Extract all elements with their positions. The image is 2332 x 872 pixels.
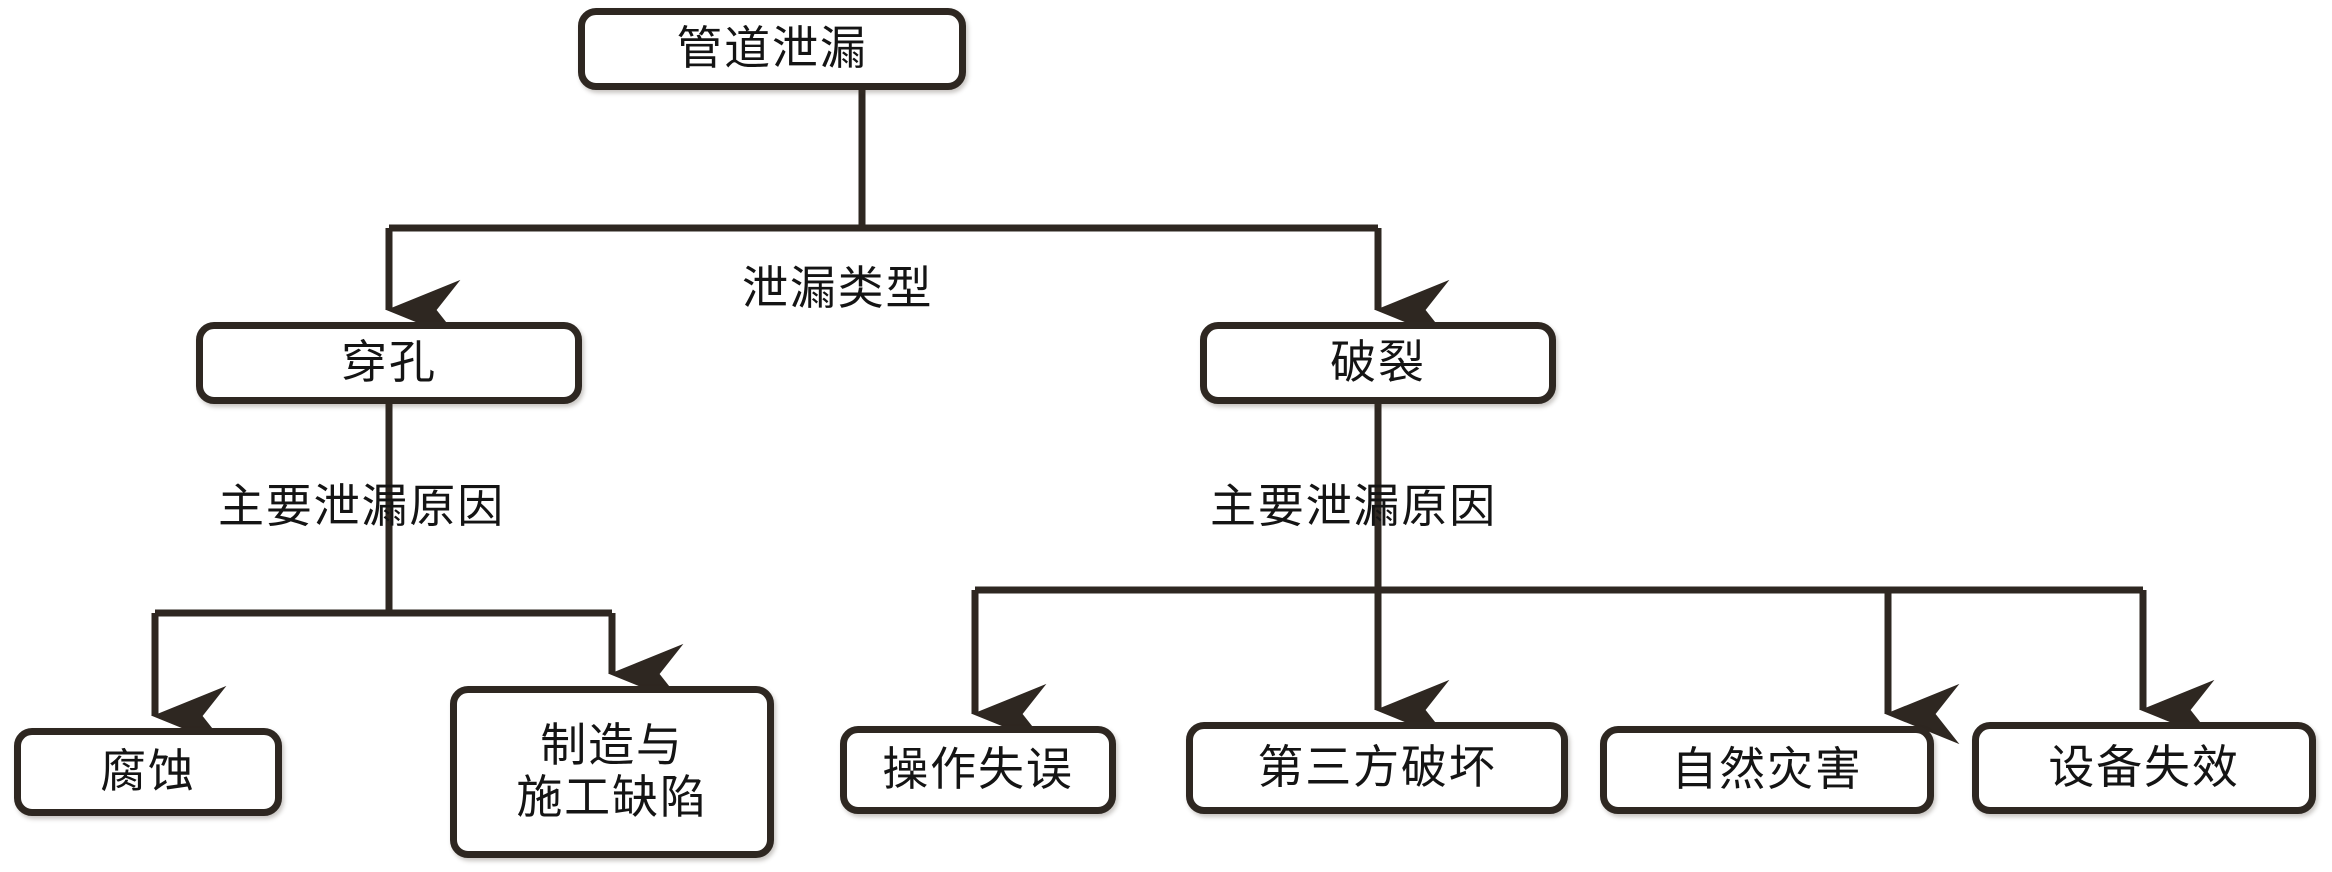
node-pipeline-leakage[interactable]: 管道泄漏 — [578, 8, 966, 90]
node-label: 破裂 — [1330, 337, 1426, 389]
node-label: 操作失误 — [882, 744, 1074, 796]
node-label: 设备失效 — [2048, 742, 2240, 794]
node-corrosion[interactable]: 腐蚀 — [14, 728, 282, 816]
edge-label-main-leakage-cause-right: 主要泄漏原因 — [1210, 481, 1498, 532]
node-label: 腐蚀 — [100, 746, 196, 798]
node-perforation[interactable]: 穿孔 — [196, 322, 582, 404]
node-operational-error[interactable]: 操作失误 — [840, 726, 1116, 814]
node-natural-disaster[interactable]: 自然灾害 — [1600, 726, 1934, 814]
edge-label-main-leakage-cause-left: 主要泄漏原因 — [218, 481, 506, 532]
node-label: 穿孔 — [341, 337, 437, 389]
node-label: 自然灾害 — [1671, 744, 1863, 796]
node-rupture[interactable]: 破裂 — [1200, 322, 1556, 404]
node-label: 第三方破坏 — [1257, 742, 1497, 794]
node-third-party-damage[interactable]: 第三方破坏 — [1186, 722, 1568, 814]
node-equipment-failure[interactable]: 设备失效 — [1972, 722, 2316, 814]
node-manufacturing-construction-defects[interactable]: 制造与 施工缺陷 — [450, 686, 774, 858]
edge-label-leakage-type: 泄漏类型 — [742, 263, 934, 314]
node-label: 制造与 施工缺陷 — [516, 720, 708, 823]
node-label: 管道泄漏 — [676, 23, 868, 75]
